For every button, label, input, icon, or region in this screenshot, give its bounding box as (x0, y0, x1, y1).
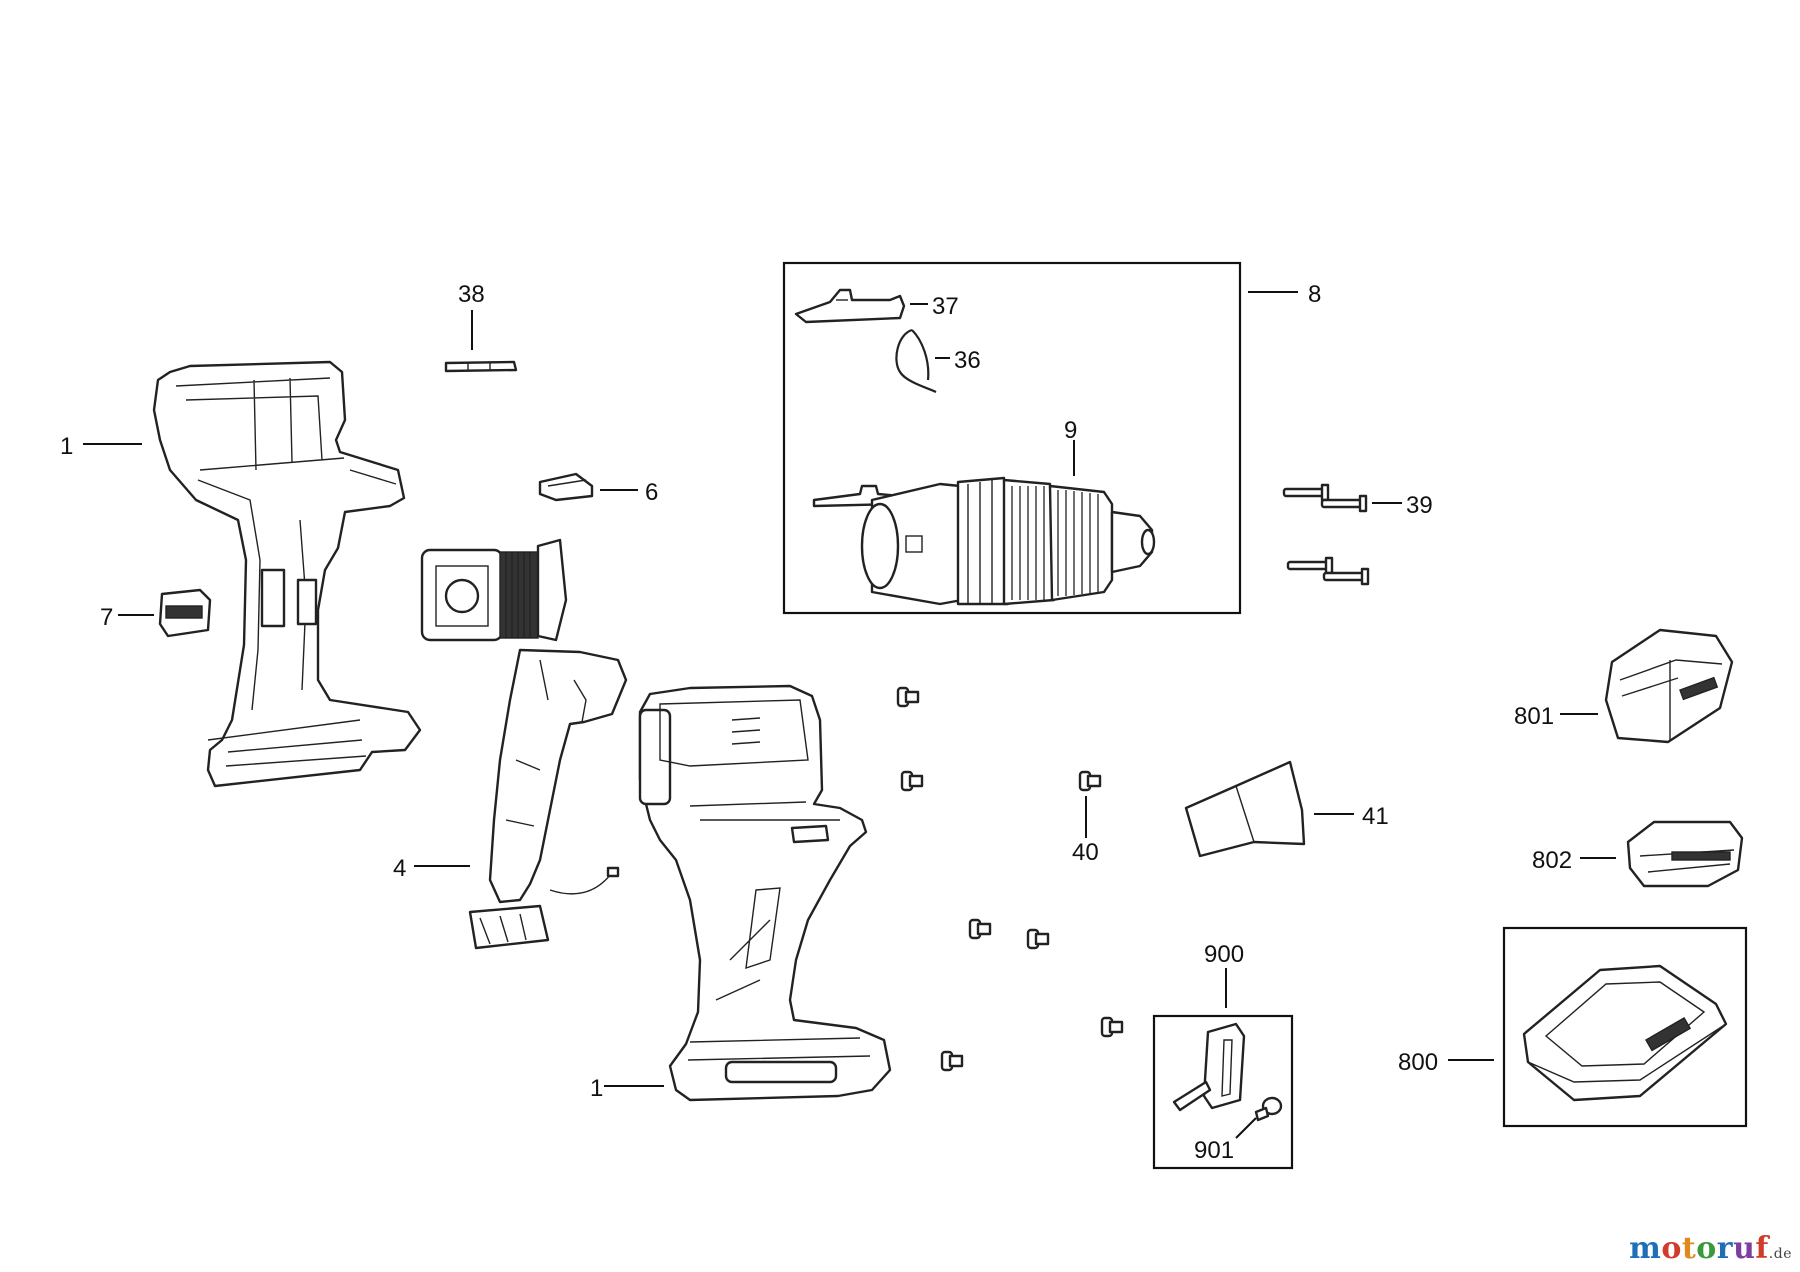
callout-6: 6 (645, 479, 658, 506)
part-37-shift-plate (794, 288, 906, 324)
watermark-letter: u (1733, 1231, 1756, 1266)
gearbox-assembly-frame (782, 261, 1242, 615)
part-802-battery (1626, 820, 1744, 888)
callout-1-top: 1 (60, 433, 73, 460)
callout-1-bottom: 1 (590, 1075, 603, 1102)
callout-9: 9 (1064, 417, 1077, 444)
watermark-letter: f (1755, 1231, 1769, 1266)
callout-41: 41 (1362, 803, 1389, 830)
part-9-gearbox-chuck (812, 476, 1156, 606)
callout-7: 7 (100, 604, 113, 631)
part-801-battery (1604, 628, 1734, 744)
callout-36: 36 (954, 347, 981, 374)
part-7-badge (158, 588, 212, 638)
part-belt-clip (1172, 1022, 1246, 1112)
housing-half-right (638, 684, 892, 1102)
callout-4: 4 (393, 855, 406, 882)
watermark-letter: o (1661, 1231, 1682, 1266)
callout-8: 8 (1308, 281, 1321, 308)
housing-half-left (152, 360, 422, 788)
callout-801: 801 (1514, 703, 1554, 730)
watermark-letter: m (1629, 1231, 1662, 1266)
watermark-letter: r (1716, 1231, 1734, 1266)
part-4-motor-assembly (420, 538, 628, 950)
watermark-letter: t (1681, 1231, 1697, 1266)
part-41-label (1184, 760, 1306, 858)
part-38-bar (444, 360, 518, 373)
callout-40: 40 (1072, 839, 1099, 866)
carry-case-frame (1502, 926, 1748, 1128)
watermark-letter: o (1696, 1231, 1717, 1266)
part-6-slider (538, 472, 594, 502)
watermark-tld: .de (1768, 1246, 1792, 1262)
part-901-screw (1254, 1096, 1283, 1122)
belt-clip-kit-frame (1152, 1014, 1294, 1170)
callout-37: 37 (932, 293, 959, 320)
part-40-screws (896, 686, 1124, 1072)
part-800-carry-case (1522, 964, 1728, 1102)
callout-901: 901 (1194, 1137, 1234, 1164)
callout-38: 38 (458, 281, 485, 308)
callout-802: 802 (1532, 847, 1572, 874)
callout-900: 900 (1204, 941, 1244, 968)
watermark-logo-text: motoruf (1629, 1231, 1769, 1266)
callout-39: 39 (1406, 492, 1433, 519)
part-39-screws (1282, 483, 1370, 586)
callout-800: 800 (1398, 1049, 1438, 1076)
part-36-spring (895, 328, 937, 393)
motoruf-watermark: motoruf.de (1629, 1231, 1792, 1266)
